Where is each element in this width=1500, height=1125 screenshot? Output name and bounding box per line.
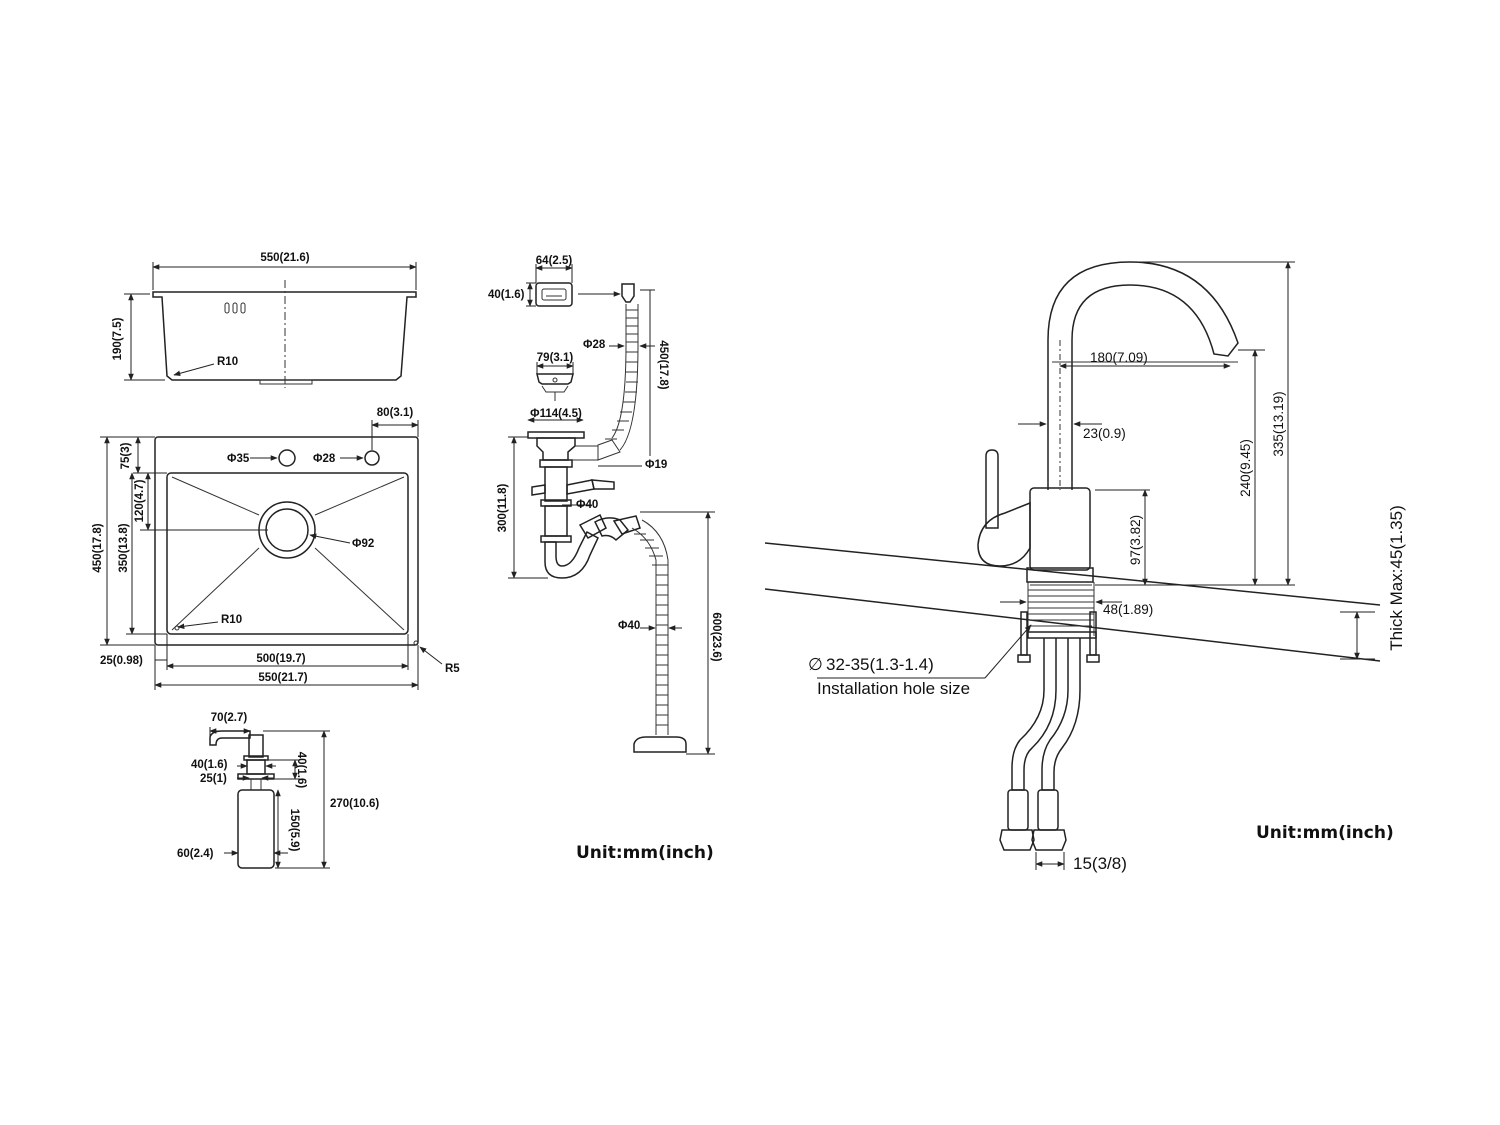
corner-radius-label: R10: [221, 614, 242, 626]
faucet-drawing: 180(7.09) 23(0.9) 15(3/8) 97(3.82) 240(9…: [764, 261, 1406, 873]
dispenser-pump-head: [248, 734, 264, 758]
dispenser-bottle: [237, 789, 275, 869]
drain-flange: [527, 431, 585, 439]
sink-side-view: 550(21.6) 190(7.5) R10: [112, 252, 417, 388]
overflow-slot-2: [232, 302, 238, 314]
drain-body: [536, 437, 576, 461]
drain-kit-drawing: 64(2.5) 40(1.6) 450(17.8) Φ28 79(3.1) Φ1…: [488, 255, 722, 863]
hose-thread-label: 15(3/8): [1073, 854, 1127, 873]
outlet-length-label: 600(23.6): [710, 612, 722, 661]
outlet-hose-corrugation: [634, 533, 668, 726]
countertop-bottom-line: [764, 588, 1381, 662]
slope-line-br: [314, 547, 405, 631]
tailpiece: [544, 466, 568, 502]
spout-dia-label: 23(0.9): [1083, 426, 1126, 441]
mounting-thread: [1028, 584, 1094, 633]
mounting-plate: [1027, 631, 1097, 639]
inner-width-label: 500(19.7): [256, 653, 305, 665]
faucet-spout: [1047, 261, 1239, 490]
hole-size-symbol: ∅: [808, 655, 823, 674]
overflow-cover: [535, 282, 573, 307]
head-height-label: 40(1.6): [295, 752, 307, 789]
hose-length-label: 450(17.8): [657, 340, 669, 389]
drain-offset-label: 120(4.7): [134, 479, 146, 522]
base-dia-label: 48(1.89): [1103, 602, 1153, 617]
faucet-base: [1026, 567, 1094, 583]
drain-dia-label: Φ92: [352, 538, 374, 550]
unit-label-right: Unit:mm(inch): [1256, 823, 1394, 843]
overflow-hose-corrugation: [605, 309, 638, 440]
body-height-label: 97(3.82): [1128, 515, 1143, 565]
outlet-dia-label: Φ40: [618, 620, 640, 632]
faucet-body: [1029, 487, 1091, 571]
bottle-height-label: 150(5.9): [288, 809, 300, 852]
inner-radius-label: R10: [217, 356, 238, 368]
hose-nut-left: [1007, 789, 1029, 831]
spout-length-label: 70(2.7): [211, 712, 248, 724]
supply-hose-right: [1041, 638, 1081, 791]
sink-body-profile: [152, 291, 417, 381]
outer-depth-label: 450(17.8): [92, 523, 104, 572]
hole-size-label: 32-35(1.3-1.4): [826, 655, 934, 674]
total-height-label: 270(10.6): [330, 798, 379, 810]
sink-depth-label: 190(7.5): [112, 317, 124, 360]
overflow-slot-3: [240, 302, 246, 314]
rim-label: 25(0.98): [100, 655, 143, 667]
dispenser-deck-plate: [237, 773, 275, 780]
neck-width-label: 25(1): [200, 773, 227, 785]
hole1-label: Φ35: [227, 453, 250, 465]
outlet-hose-foot: [633, 736, 687, 753]
soap-dispenser-drawing: 70(2.7) 40(1.6) 25(1) 40(1.6) 150(5.9) 2…: [177, 712, 379, 869]
overflow-width-label: 64(2.5): [536, 255, 573, 267]
faucet-lever: [985, 449, 999, 529]
p-trap: [544, 530, 599, 579]
faucet-reach-label: 180(7.09): [1090, 350, 1148, 365]
dispenser-collar: [246, 759, 266, 775]
flange-dia-label: Φ114(4.5): [530, 408, 582, 420]
slope-line-tr: [314, 476, 405, 516]
hole-offset-label: 80(3.1): [377, 407, 414, 419]
trap-elbow: [594, 517, 630, 542]
top-margin-label: 75(3): [120, 442, 132, 469]
head-width-label: 40(1.6): [191, 759, 228, 771]
trap-height-label: 300(11.8): [497, 484, 509, 533]
sink-plan-view: 80(3.1) 75(3) Φ35 Φ28 120(4.7) Φ92 450(1…: [92, 407, 460, 690]
side-dia-label: Φ19: [645, 459, 667, 471]
outer-width-label: 550(21.7): [258, 672, 307, 684]
faucet-hole-35: [278, 449, 296, 467]
overflow-hose-head: [621, 283, 635, 303]
sink-width-label: 550(21.6): [260, 252, 309, 264]
thick-max-label: Thick Max:45(1.35): [1387, 505, 1406, 651]
spout-height-label: 240(9.45): [1238, 439, 1253, 497]
drain-ring-inner: [265, 508, 309, 552]
slope-line-bl: [171, 547, 260, 631]
total-height-label-faucet: 335(13.19): [1271, 391, 1286, 456]
pipe-dia-label: Φ40: [576, 499, 598, 511]
outer-radius-label: R5: [445, 663, 460, 675]
overflow-slot-1: [224, 302, 230, 314]
drain-stub: [259, 379, 313, 385]
faucet-handle-hub: [977, 501, 1031, 567]
dispenser-hole-28: [364, 450, 380, 466]
dispenser-spout: [209, 730, 251, 746]
hole2-label: Φ28: [313, 453, 336, 465]
slope-line-tl: [171, 476, 260, 516]
overflow-height-label: 40(1.6): [488, 289, 525, 301]
hose-dia-label: Φ28: [583, 339, 606, 351]
dishwasher-inlet: [566, 479, 595, 495]
sink-basin: [166, 472, 409, 635]
bottle-width-label: 60(2.4): [177, 848, 214, 860]
basket-dia-label: 79(3.1): [537, 352, 574, 364]
unit-label-left: Unit:mm(inch): [576, 843, 714, 863]
hole-caption: Installation hole size: [817, 679, 970, 698]
countertop-top-line: [764, 542, 1381, 606]
hose-nut-right: [1037, 789, 1059, 831]
sink-outer-rim: [154, 436, 419, 646]
inner-depth-label: 350(13.8): [118, 523, 130, 572]
